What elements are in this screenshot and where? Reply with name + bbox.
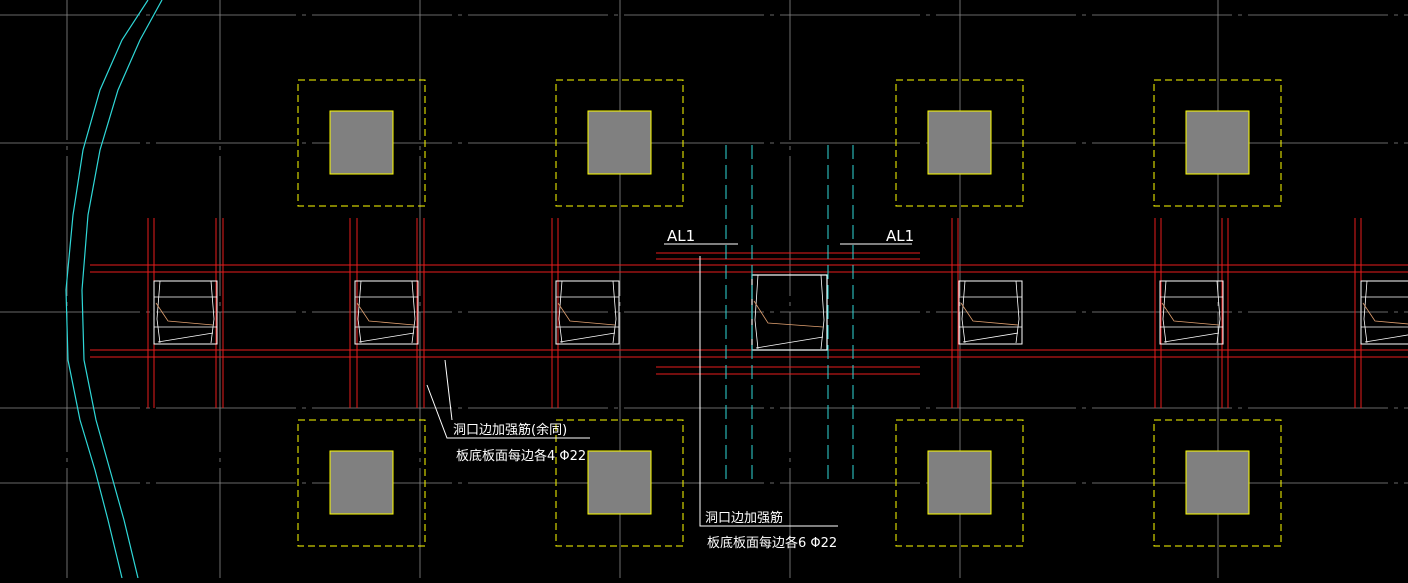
opening-diagonal-bottom [1364,334,1408,343]
opening-slant-left [1162,280,1167,344]
opening-diagonal [155,302,214,326]
opening-slant-right [820,274,825,350]
note2-line1: 洞口边加强筋 [705,510,783,526]
footing-outline [1153,419,1282,547]
opening-diagonal-bottom [559,332,616,343]
column [927,450,992,515]
column [329,110,394,175]
opening-slant-right [210,280,215,344]
column [329,450,394,515]
column [927,110,992,175]
note1-leader [426,384,590,439]
note1-line2: 板底板面每边各4 Φ22 [456,448,586,464]
opening-diagonal [356,302,415,326]
opening [958,280,1023,345]
opening-diagonal [1161,302,1220,326]
annotations: AL1 AL1 洞口边加强筋(余同) 板底板面每边各4 Φ22 洞口边加强筋 板… [426,227,914,551]
opening-diagonal-bottom [358,332,415,343]
opening-diagonal-bottom [755,336,824,349]
note2-line2: 板底板面每边各6 Φ22 [707,535,837,551]
beam-label-left: AL1 [667,227,695,245]
opening-diagonal [960,302,1019,326]
opening [1159,280,1224,345]
opening [555,280,620,345]
column [1185,450,1250,515]
footing-outline [555,419,684,547]
opening-diagonal [753,300,824,328]
opening-slant-left [1363,280,1368,344]
opening-slant-right [1216,280,1221,344]
opening [354,280,419,345]
opening [153,280,218,345]
column [1185,110,1250,175]
footing-outline [895,79,1024,207]
footing-outline [297,419,426,547]
opening-large [751,274,828,351]
beam-label-right: AL1 [886,227,914,245]
column [587,450,652,515]
opening [1360,280,1408,345]
note1-line1: 洞口边加强筋(余同) [453,422,567,438]
beam-centerlines [725,145,854,485]
reinforcement-bars [90,218,1408,408]
boundary-line-inner [81,0,163,579]
column-footings [297,79,1282,547]
opening-slant-right [1015,280,1020,344]
opening-diagonal [1362,302,1408,325]
opening-diagonal [557,302,616,326]
opening-slant-left [754,274,759,350]
opening-slant-left [558,280,563,344]
opening-slant-right [612,280,617,344]
opening-slant-left [156,280,161,344]
opening-slant-left [961,280,966,344]
column [587,110,652,175]
footing-outline [555,79,684,207]
boundary-line-outer [65,0,149,579]
opening-diagonal-bottom [1163,332,1220,343]
opening-slant-left [357,280,362,344]
floor-openings [153,274,1408,351]
opening-diagonal-bottom [157,332,214,343]
opening-slant-right [411,280,416,344]
site-boundary [65,0,163,579]
footing-outline [1153,79,1282,207]
footing-outline [895,419,1024,547]
note1-leader-2 [444,359,453,421]
note2-leader [699,256,838,527]
footing-outline [297,79,426,207]
opening-diagonal-bottom [962,332,1019,343]
